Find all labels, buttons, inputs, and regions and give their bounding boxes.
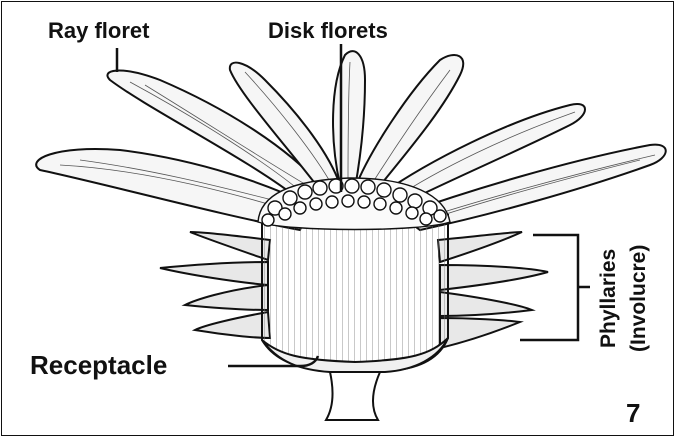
- label-involucre: (Involucre): [627, 245, 650, 352]
- label-ray-floret: Ray floret: [48, 18, 150, 43]
- label-phyllaries: Phyllaries: [597, 249, 620, 348]
- receptacle-section: [262, 215, 448, 420]
- phyllaries-bracket: [520, 235, 590, 340]
- petal-center-left: [333, 51, 365, 188]
- stalk: [326, 372, 380, 420]
- head-section: [262, 215, 448, 370]
- label-receptacle: Receptacle: [30, 350, 167, 380]
- label-disk-florets: Disk florets: [268, 18, 388, 43]
- figure-number: 7: [626, 398, 640, 428]
